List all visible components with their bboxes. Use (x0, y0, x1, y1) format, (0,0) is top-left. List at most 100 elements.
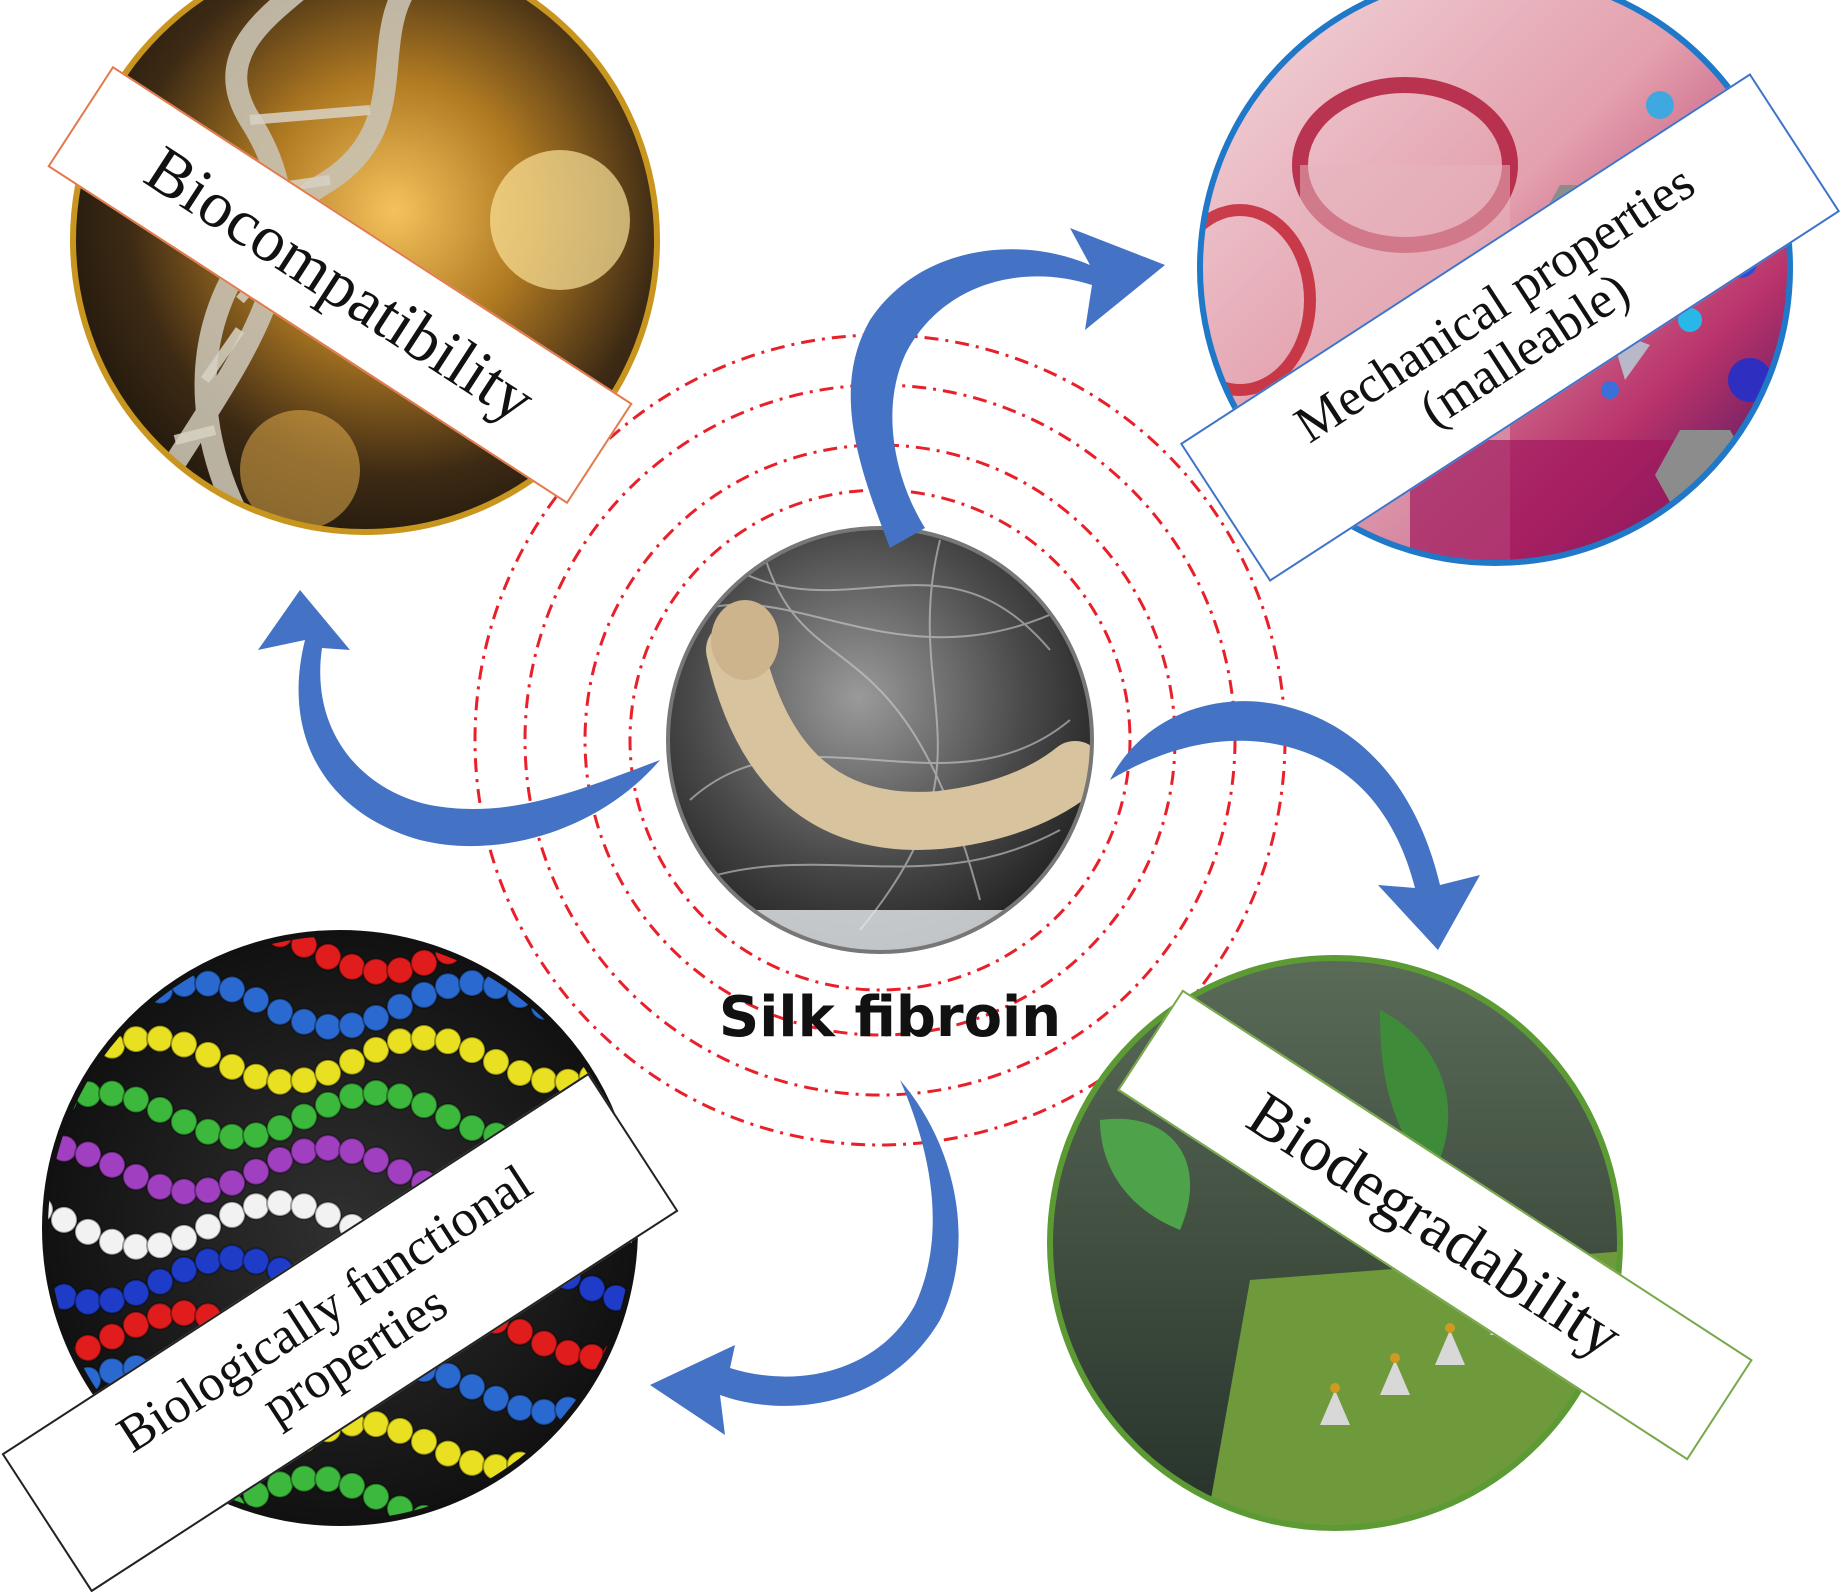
bead (338, 1471, 366, 1500)
bead (338, 1047, 366, 1076)
bead (218, 933, 246, 944)
bead (45, 936, 54, 964)
bead (45, 1342, 54, 1371)
bead (146, 1231, 174, 1260)
bead (242, 1192, 270, 1221)
bead (290, 1007, 318, 1036)
bead (170, 1299, 198, 1328)
bead (146, 1024, 174, 1053)
bead (458, 1505, 486, 1523)
bead (362, 1146, 390, 1175)
bead (386, 1082, 414, 1111)
bead (626, 956, 635, 985)
bead (362, 1079, 390, 1108)
bead (290, 1192, 318, 1221)
bead (410, 1427, 438, 1456)
bead (170, 1255, 198, 1284)
bead (386, 1416, 414, 1445)
bead (314, 1012, 342, 1041)
bead (74, 1287, 102, 1316)
bead (482, 1497, 510, 1523)
bead (266, 1189, 294, 1218)
bead (194, 1040, 222, 1069)
bead (218, 1168, 246, 1197)
bead (74, 1140, 102, 1169)
bead (194, 969, 222, 998)
bead (98, 957, 126, 986)
bead (458, 969, 486, 998)
silkworm-image (666, 526, 1094, 954)
bead (314, 1465, 342, 1494)
bead (122, 987, 150, 1016)
bead (170, 1177, 198, 1206)
bead (626, 1364, 635, 1393)
bead (242, 1062, 270, 1091)
bead (146, 1172, 174, 1201)
bead (506, 1059, 534, 1088)
bead (290, 1102, 318, 1131)
bead (314, 942, 342, 971)
bead (434, 1027, 462, 1056)
bead (45, 1135, 54, 1164)
bead (218, 1244, 246, 1273)
bead (98, 1150, 126, 1179)
bead (338, 1082, 366, 1111)
bead (362, 1035, 390, 1064)
bead (338, 1137, 366, 1166)
bead (98, 1322, 126, 1351)
bead (266, 1067, 294, 1096)
bead (146, 1095, 174, 1124)
bead (194, 1247, 222, 1276)
bead (602, 1468, 630, 1497)
bead (506, 1317, 534, 1346)
bead (530, 1474, 558, 1503)
bead (98, 999, 126, 1028)
bead (314, 1134, 342, 1163)
bead (314, 1090, 342, 1119)
bead (122, 1162, 150, 1191)
bead (458, 1372, 486, 1401)
bead (242, 1121, 270, 1150)
bead (410, 948, 438, 977)
bead (482, 1384, 510, 1413)
bead (74, 1333, 102, 1362)
bead (626, 1287, 635, 1316)
bead (626, 1332, 635, 1361)
bead (626, 1079, 635, 1108)
center-title: Silk fibroin (718, 985, 1062, 1050)
bead (362, 957, 390, 986)
bead (122, 1025, 150, 1054)
bead (50, 947, 78, 976)
bead (386, 1027, 414, 1056)
bead (218, 1200, 246, 1229)
bead (482, 933, 510, 946)
bead (45, 1388, 54, 1417)
bead (242, 985, 270, 1014)
bead (434, 1507, 462, 1523)
bead (362, 1410, 390, 1439)
bead (530, 1329, 558, 1358)
bead (74, 1217, 102, 1246)
bead (170, 1223, 198, 1252)
bead (122, 1278, 150, 1307)
bead (434, 1361, 462, 1390)
bead (242, 933, 270, 943)
bead (458, 1036, 486, 1065)
bead (530, 933, 558, 946)
bead (194, 1176, 222, 1205)
bead (602, 1012, 630, 1041)
bead (386, 956, 414, 985)
bead (554, 1466, 582, 1495)
bead (626, 1409, 635, 1438)
bead (45, 1097, 54, 1126)
bead (266, 1113, 294, 1142)
bead (146, 1267, 174, 1296)
bead (602, 949, 630, 978)
bead (626, 1477, 635, 1506)
bead (290, 1137, 318, 1166)
arrows (258, 228, 1480, 1435)
bead (290, 1066, 318, 1095)
bead (218, 1122, 246, 1151)
bead (554, 1338, 582, 1367)
bead (434, 1439, 462, 1468)
